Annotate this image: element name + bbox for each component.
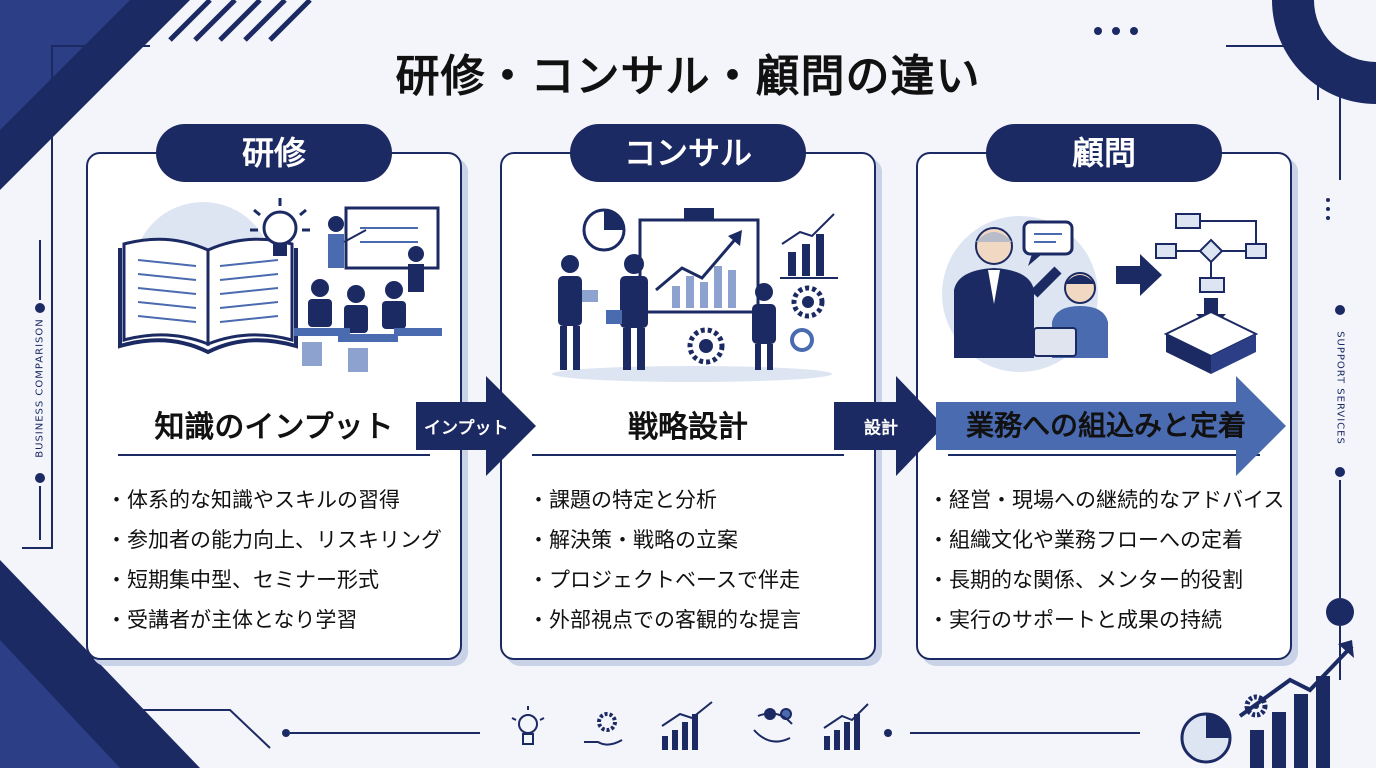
side-label-right: SUPPORT SERVICES bbox=[1334, 331, 1346, 445]
speech-bubble-icon bbox=[1022, 220, 1074, 266]
panel-training: 研修 bbox=[86, 124, 462, 660]
panel-training-subtitle: 知識のインプット bbox=[154, 410, 394, 445]
pie-chart-icon bbox=[582, 208, 626, 252]
arrow-design-label: 設計 bbox=[864, 418, 898, 439]
arrow-input: インプット bbox=[416, 376, 536, 476]
lightbulb-icon bbox=[250, 198, 310, 256]
panel-consulting-header: コンサル bbox=[570, 124, 806, 182]
panel-consulting-divider bbox=[532, 454, 844, 456]
business-people-icon bbox=[558, 254, 776, 370]
advisor-illustration bbox=[942, 213, 1267, 374]
bar-chart-icon bbox=[780, 213, 838, 279]
list-item: 参加者の能力向上、リスキリング bbox=[106, 520, 442, 560]
chart-board-icon bbox=[638, 208, 760, 314]
audience-icon bbox=[294, 279, 442, 372]
list-item: 体系的な知識やスキルの習得 bbox=[106, 480, 442, 520]
panel-training-header: 研修 bbox=[156, 124, 392, 182]
gear-icon bbox=[687, 285, 825, 365]
panel-consulting: コンサル bbox=[500, 124, 876, 660]
arrow-design-shape bbox=[834, 376, 944, 476]
list-item: 経営・現場への継続的なアドバイス bbox=[928, 480, 1284, 520]
list-item: 実行のサポートと成果の持続 bbox=[928, 600, 1284, 640]
page-title: 研修・コンサル・顧問の違い bbox=[395, 51, 981, 102]
list-item: 外部視点での客観的な提言 bbox=[528, 600, 801, 640]
list-item: 課題の特定と分析 bbox=[528, 480, 801, 520]
list-item: 短期集中型、セミナー形式 bbox=[106, 560, 442, 600]
layers-icon bbox=[1163, 310, 1259, 374]
panel-training-divider bbox=[118, 454, 430, 456]
open-book-icon bbox=[118, 237, 298, 355]
side-label-left: BUSINESS COMPARISON bbox=[34, 318, 46, 458]
panel-consulting-list: 課題の特定と分析 解決策・戦略の立案 プロジェクトベースで伴走 外部視点での客観… bbox=[528, 480, 801, 640]
list-item: 長期的な関係、メンター的役割 bbox=[928, 560, 1284, 600]
workflow-icon bbox=[1155, 213, 1267, 293]
presentation-board-icon bbox=[328, 206, 440, 292]
arrow-input-shape bbox=[416, 376, 536, 476]
panel-advisor-header: 顧問 bbox=[986, 124, 1222, 182]
arrow-input-label: インプット bbox=[424, 418, 509, 439]
advisor-highlight-arrow bbox=[936, 376, 1286, 476]
arrow-design: 設計 bbox=[834, 376, 944, 476]
training-illustration bbox=[118, 198, 442, 372]
panel-training-list: 体系的な知識やスキルの習得 参加者の能力向上、リスキリング 短期集中型、セミナー… bbox=[106, 480, 442, 640]
list-item: 受講者が主体となり学習 bbox=[106, 600, 442, 640]
mentee-icon bbox=[1033, 272, 1108, 358]
arrow-right-icon bbox=[1116, 254, 1162, 296]
list-item: プロジェクトベースで伴走 bbox=[528, 560, 801, 600]
advisor-subtitle-overlay: 業務への組込みと定着 bbox=[965, 409, 1246, 442]
list-item: 組織文化や業務フローへの定着 bbox=[928, 520, 1284, 560]
mentor-icon bbox=[954, 227, 1062, 358]
list-item: 解決策・戦略の立案 bbox=[528, 520, 801, 560]
consulting-illustration bbox=[552, 208, 838, 382]
panel-advisor-list: 経営・現場への継続的なアドバイス 組織文化や業務フローへの定着 長期的な関係、メ… bbox=[928, 480, 1284, 640]
panel-consulting-subtitle: 戦略設計 bbox=[628, 410, 748, 445]
panel-advisor-divider bbox=[948, 454, 1260, 456]
